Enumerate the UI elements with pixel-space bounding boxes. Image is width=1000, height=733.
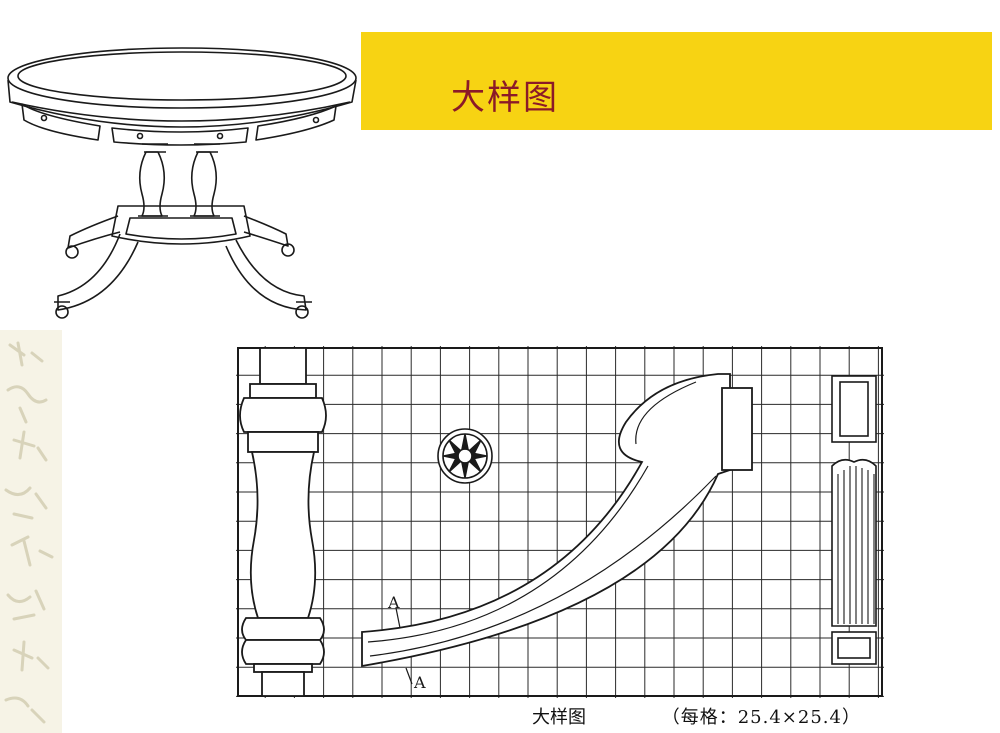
title-banner: 大样图 [361,32,992,130]
page-title: 大样图 [451,78,559,118]
section-mark-upper: A [387,593,400,612]
calligraphy-decoration [0,330,62,733]
table-perspective-sketch [7,47,357,319]
curved-leg-profile [361,373,753,685]
caption-grid-spec: （每格：25.4×25.4） [661,707,861,728]
drawing-caption: 大样图 （每格：25.4×25.4） [532,703,861,729]
turned-column-profile [239,347,327,697]
detail-drawing: A A [236,346,884,698]
section-mark-lower: A [413,673,426,692]
rosette-ornament [437,428,493,484]
caption-label: 大样图 [532,707,586,728]
grid-lines [236,346,884,698]
fluted-side-elevation [831,375,877,665]
